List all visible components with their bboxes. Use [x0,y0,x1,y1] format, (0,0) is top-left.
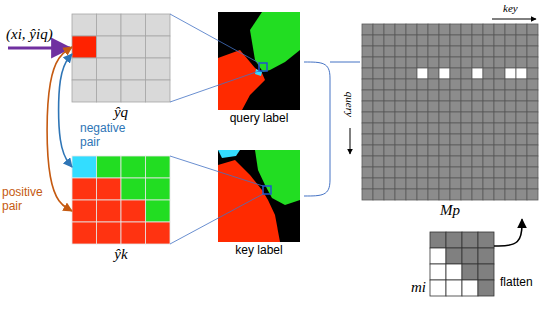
node-label: ŷk [114,246,127,263]
mask-matrix: mi [411,232,494,296]
node-label: mi [411,279,426,296]
axis-label: query [344,84,357,124]
axis-label: key [503,2,518,15]
query-segmentation [218,12,300,110]
segmentation-map: key label [218,150,300,258]
mask-grid [430,232,494,296]
mask-matrix: Mp [362,24,538,219]
edge-label: negative pair [80,122,136,150]
connector-arrow [47,47,72,211]
query-grid [72,14,170,102]
edge-label: positive pair [2,186,48,214]
connector-arrow [494,219,522,246]
node-label: ŷq [114,104,128,121]
edge-label: flatten [500,276,533,290]
zoom-lines [170,14,263,244]
segmentation-map: query label [218,12,300,126]
pair-matrix [362,24,538,200]
input-label: (xi, ŷiq) [6,26,53,43]
key-grid [72,156,170,244]
connector-arrow [59,54,72,167]
node-label: query label [230,112,289,126]
label-grid: ŷq [72,14,170,121]
axis-arrow [492,19,536,20]
node-label: key label [235,244,282,258]
grid-group [72,14,538,296]
input-arrow [8,47,70,50]
axis-arrow [350,128,351,154]
node-label: Mp [440,202,460,219]
bracket [304,62,360,196]
label-grid: ŷk [72,156,170,263]
